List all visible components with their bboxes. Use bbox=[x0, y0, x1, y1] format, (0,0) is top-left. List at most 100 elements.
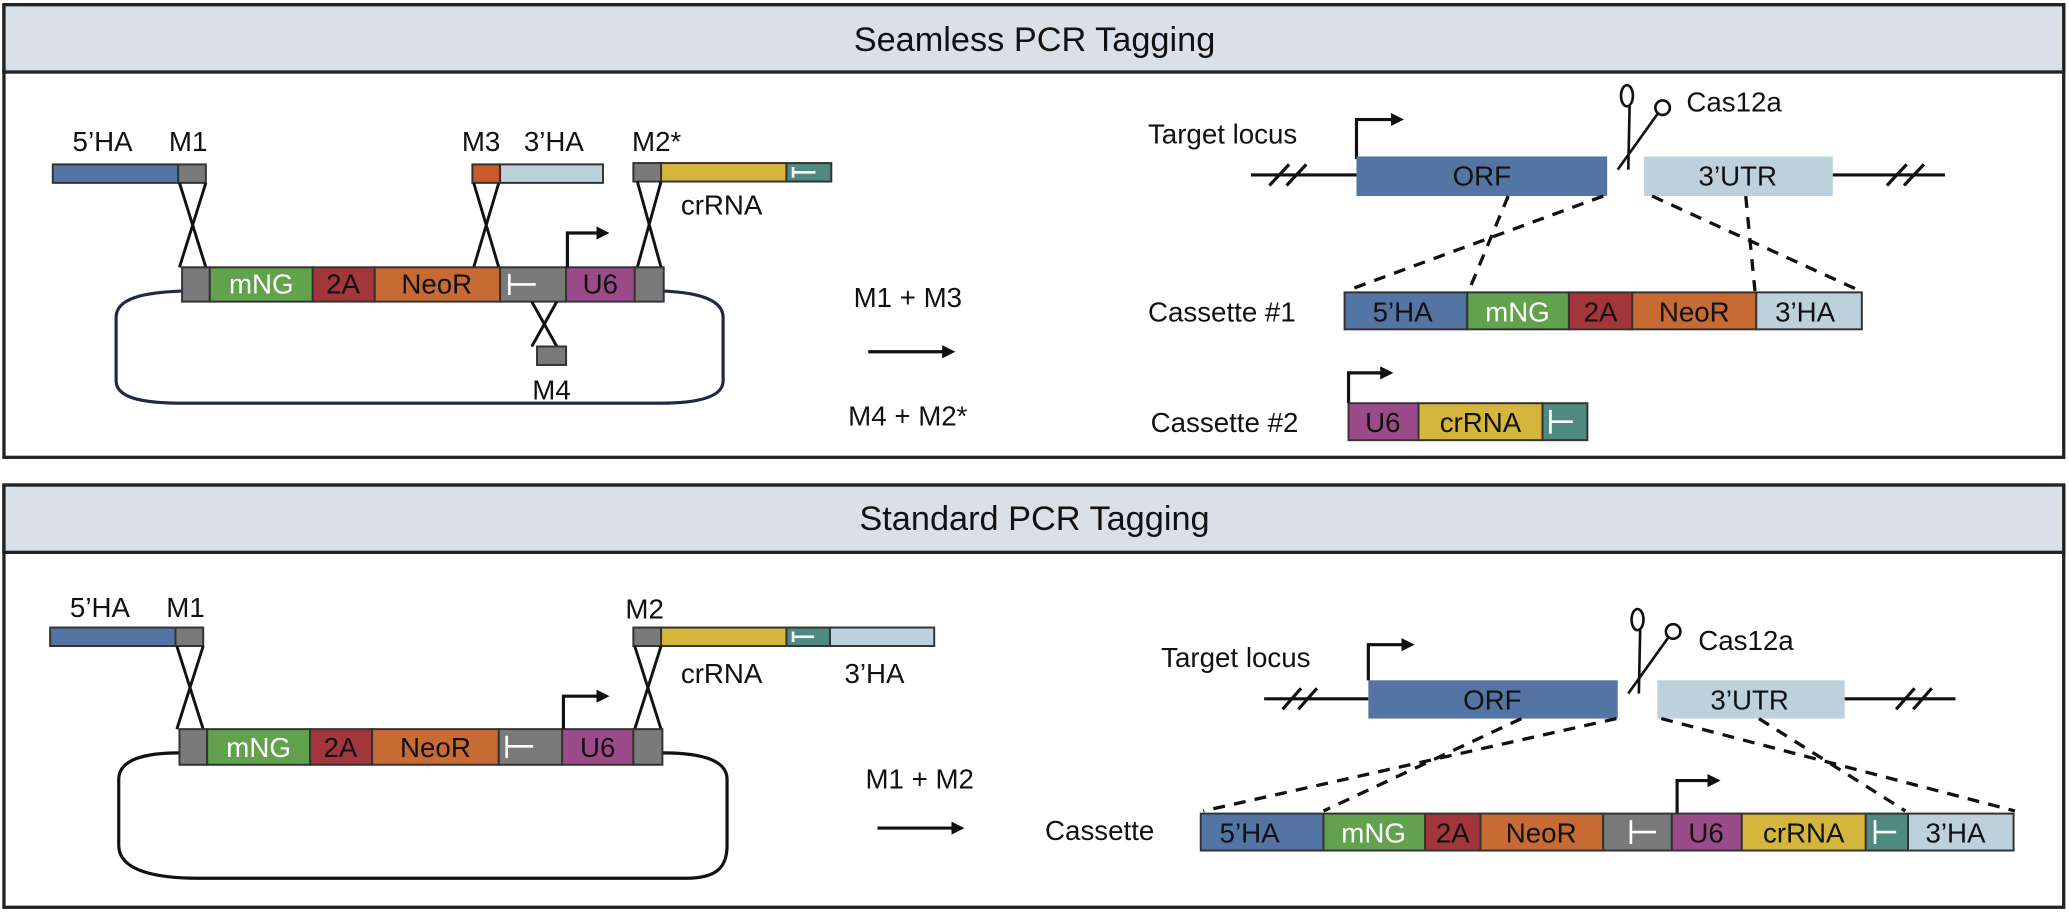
terminator-icon bbox=[791, 631, 815, 643]
label-m1: M1 bbox=[169, 126, 207, 157]
cassette-seg: NeoR bbox=[1506, 818, 1577, 849]
plasmid-seg-neor: NeoR bbox=[400, 732, 471, 763]
promoter-arrow-icon bbox=[1675, 774, 1721, 814]
cassette-2-label: Cassette #2 bbox=[1151, 407, 1299, 438]
bar-3ha bbox=[828, 626, 936, 647]
cassette-1-label: Cassette #1 bbox=[1148, 296, 1296, 327]
plasmid-seg-u6: U6 bbox=[580, 732, 615, 763]
terminator-icon bbox=[1873, 820, 1897, 844]
seamless-header bbox=[2, 3, 2066, 74]
primer-m2star-crrna: M2* crRNA bbox=[632, 126, 833, 268]
cassette-1: Cassette #1 5’HA mNG 2A NeoR 3’HA bbox=[1148, 291, 1863, 331]
standard-header bbox=[2, 483, 2066, 554]
reaction-line1: M1 + M3 bbox=[854, 282, 962, 313]
cassette-seg: mNG bbox=[1341, 818, 1406, 849]
label-m1: M1 bbox=[166, 592, 204, 623]
cassette-seg: U6 bbox=[1688, 818, 1723, 849]
homology-dash bbox=[1203, 716, 2016, 813]
bar-m1 bbox=[177, 163, 207, 184]
reaction-line1: M1 + M2 bbox=[865, 764, 973, 795]
primer-ha5-m1: 5’HA M1 bbox=[49, 592, 205, 730]
cassette-1-seg: mNG bbox=[1485, 296, 1550, 327]
cassette-2-seg: crRNA bbox=[1440, 407, 1522, 438]
cassette-seg: 5’HA bbox=[1220, 818, 1281, 849]
terminator-icon bbox=[508, 273, 536, 296]
plasmid-seg-neor: NeoR bbox=[401, 269, 472, 300]
plasmid-seg-2a: 2A bbox=[326, 269, 360, 300]
bar-m4 bbox=[536, 345, 568, 366]
cassette-1-seg: 2A bbox=[1584, 296, 1618, 327]
break-icon bbox=[1894, 687, 1933, 711]
bar-5ha bbox=[51, 163, 180, 184]
bar-3ha bbox=[499, 163, 605, 184]
cassette-2-seg: U6 bbox=[1365, 407, 1400, 438]
crossover-m4 bbox=[530, 300, 559, 348]
plasmid-seg-mng: mNG bbox=[229, 269, 294, 300]
target-locus: Target locus ORF 3’UTR Cas12a bbox=[1148, 83, 1945, 293]
promoter-arrow-icon bbox=[1346, 366, 1394, 404]
cassette-1-seg: NeoR bbox=[1659, 296, 1730, 327]
label-m4: M4 bbox=[532, 374, 570, 405]
bar-m1 bbox=[174, 626, 205, 647]
primer-m3-ha3: M3 3’HA bbox=[462, 126, 605, 268]
label-3ha: 3’HA bbox=[844, 658, 905, 689]
bar-m3 bbox=[471, 163, 502, 184]
seamless-panel: Seamless PCR Tagging 5’HA M1 M3 3’HA M2*… bbox=[2, 3, 2066, 459]
crossover-m1 bbox=[175, 645, 205, 730]
terminator-icon bbox=[1629, 820, 1656, 844]
terminator-icon bbox=[1549, 409, 1573, 434]
seamless-title: Seamless PCR Tagging bbox=[854, 21, 1216, 59]
nuclease-label: Cas12a bbox=[1686, 87, 1782, 118]
orf-label: ORF bbox=[1463, 684, 1521, 715]
homology-dash bbox=[1345, 194, 1862, 293]
target-locus-label: Target locus bbox=[1161, 642, 1310, 673]
label-crrna: crRNA bbox=[681, 190, 763, 221]
plasmid-seg-u6: U6 bbox=[583, 269, 618, 300]
break-icon bbox=[1885, 163, 1926, 187]
utr-label: 3’UTR bbox=[1699, 160, 1777, 191]
promoter-arrow-icon bbox=[561, 689, 610, 730]
reaction-line2: M4 + M2* bbox=[848, 401, 967, 432]
utr-box bbox=[1657, 680, 1845, 719]
scissors-icon bbox=[1627, 607, 1682, 695]
utr-box bbox=[1644, 156, 1833, 197]
plasmid-seg-2a: 2A bbox=[323, 732, 357, 763]
scissors-icon bbox=[1616, 83, 1672, 171]
plasmid-seg-mng: mNG bbox=[226, 732, 291, 763]
cassette-1-seg: 5’HA bbox=[1373, 296, 1434, 327]
orf-label: ORF bbox=[1453, 160, 1511, 191]
primer-ha5-m1: 5’HA M1 bbox=[51, 126, 208, 268]
promoter-arrow-icon bbox=[1354, 112, 1404, 160]
plasmid-backbone bbox=[114, 289, 725, 405]
label-3ha: 3’HA bbox=[524, 126, 585, 157]
crossover-m2 bbox=[633, 645, 663, 730]
crossover-m1 bbox=[178, 182, 208, 268]
label-m2: M2 bbox=[625, 593, 663, 624]
target-locus-label: Target locus bbox=[1148, 118, 1297, 149]
terminator-icon bbox=[791, 167, 816, 178]
orf-box bbox=[1368, 680, 1618, 719]
label-crrna: crRNA bbox=[681, 658, 763, 689]
cassette: Cassette 5’HA mNG 2A NeoR U6 crRNA 3’HA bbox=[1045, 774, 2015, 852]
crossover-m3 bbox=[472, 182, 501, 268]
bar-m2 bbox=[632, 626, 663, 647]
plasmid-backbone bbox=[117, 751, 729, 880]
plasmid-cassette: mNG 2A NeoR U6 bbox=[178, 689, 664, 766]
utr-label: 3’UTR bbox=[1710, 684, 1788, 715]
standard-panel: Standard PCR Tagging 5’HA M1 M2 crRNA 3’… bbox=[2, 483, 2066, 909]
plasmid-cassette: mNG 2A NeoR U6 bbox=[181, 226, 665, 303]
label-m2star: M2* bbox=[632, 126, 681, 157]
crossover-m2star bbox=[635, 181, 663, 268]
break-icon bbox=[1268, 163, 1308, 187]
bar-m2star bbox=[632, 162, 663, 183]
bar-crrna bbox=[660, 162, 788, 183]
target-locus: Target locus ORF 3’UTR Cas12a bbox=[1161, 607, 2016, 813]
orf-box bbox=[1356, 156, 1608, 197]
label-5ha: 5’HA bbox=[70, 592, 131, 623]
cassette-2: Cassette #2 U6 crRNA bbox=[1151, 366, 1589, 442]
primer-m2-crrna-ha3: M2 crRNA 3’HA bbox=[625, 593, 936, 730]
label-m3: M3 bbox=[462, 126, 500, 157]
nuclease-label: Cas12a bbox=[1698, 625, 1794, 656]
cassette-seg: 3’HA bbox=[1926, 818, 1987, 849]
